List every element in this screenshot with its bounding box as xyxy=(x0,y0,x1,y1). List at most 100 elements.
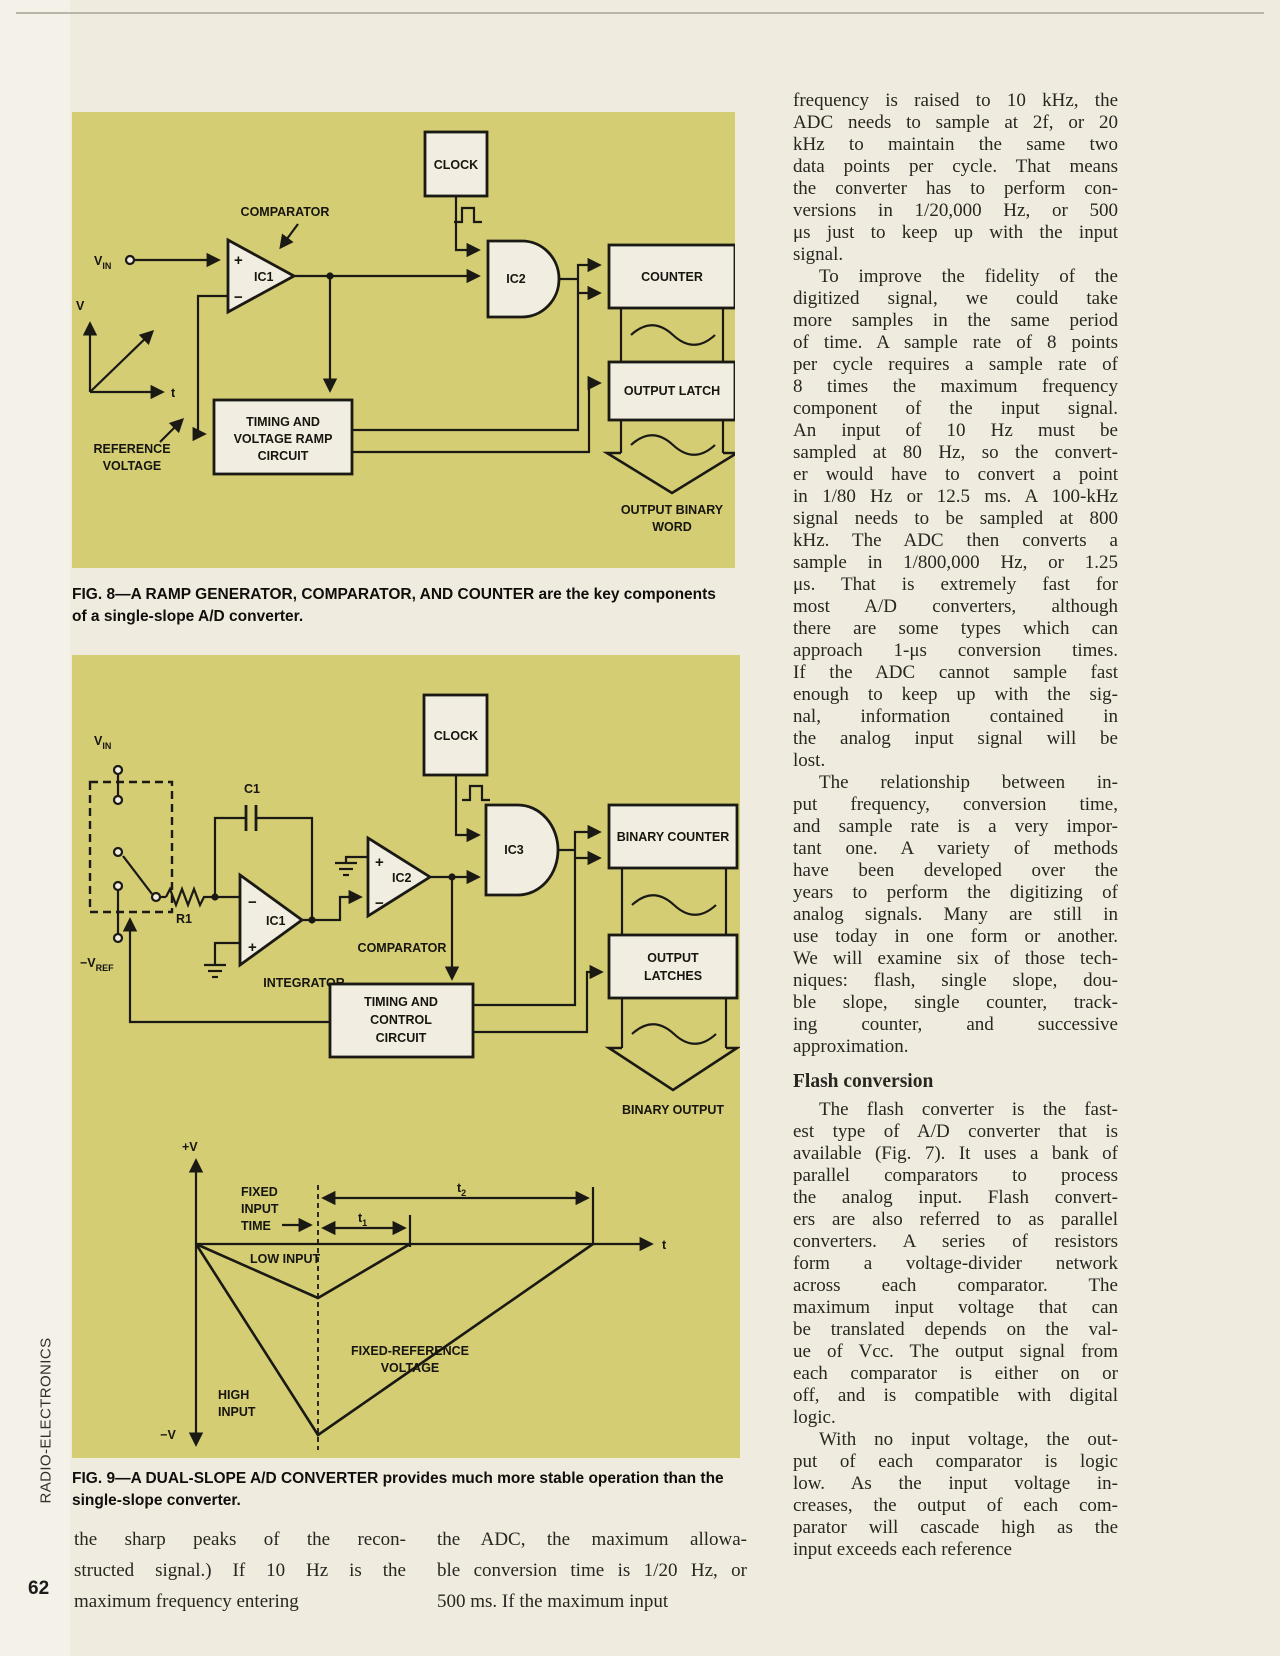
fixed-input-time-label-3: TIME xyxy=(241,1219,271,1233)
low-input-label: LOW INPUT xyxy=(250,1252,320,1266)
text-line: input exceeds each reference xyxy=(793,1539,1012,1560)
fig9-caption: FIG. 9—A DUAL-SLOPE A/D CONVERTER provid… xyxy=(72,1468,772,1512)
text-line: ble slope, single counter, track- xyxy=(793,992,1118,1013)
minus-v-label: −V xyxy=(160,1428,176,1442)
text-line: creases, the output of each com- xyxy=(793,1495,1118,1516)
text-line: most A/D converters, although xyxy=(793,596,1118,617)
text-line: nal, information contained in xyxy=(793,706,1118,727)
t2-label: t2 xyxy=(457,1181,466,1198)
text-line: tant one. A variety of methods xyxy=(793,838,1118,859)
text-line: versions in 1/20,000 Hz, or 500 xyxy=(793,200,1118,221)
text-line: enough to keep up with the sig- xyxy=(793,684,1118,705)
text-line: data points per cycle. That means xyxy=(793,156,1118,177)
text-line: signal needs to be sampled at 800 xyxy=(793,508,1118,529)
fixed-reference-label-1: FIXED-REFERENCE xyxy=(351,1344,469,1358)
fig8-comparator: + − IC1 COMPARATOR xyxy=(226,205,330,315)
minus-input-label: − xyxy=(375,895,384,912)
fig9-binary-output-label: BINARY OUTPUT xyxy=(622,1103,724,1117)
text-line: available (Fig. 7). It uses a bank of xyxy=(793,1143,1118,1164)
section-heading: Flash conversion xyxy=(793,1071,934,1092)
text-line: across each comparator. The xyxy=(793,1275,1118,1296)
fig9-integrator: − + IC1 INTEGRATOR xyxy=(204,872,363,990)
left-margin xyxy=(0,0,70,1656)
text-line: The flash converter is the fast- xyxy=(819,1099,1118,1120)
text-line: form a voltage-divider network xyxy=(793,1253,1118,1274)
t-axis-label: t xyxy=(662,1238,667,1252)
fig8-caption: FIG. 8—A RAMP GENERATOR, COMPARATOR, AND… xyxy=(72,584,772,628)
text-line: 500 ms. If the maximum input xyxy=(437,1591,669,1612)
text-line: 8 times the maximum frequency xyxy=(793,376,1118,397)
text-line: frequency is raised to 10 kHz, the xyxy=(793,90,1118,111)
timing-label-1: TIMING AND xyxy=(246,415,320,429)
fig9-vref-label: −VREF xyxy=(80,956,114,973)
fig9-bus-1 xyxy=(620,868,728,935)
fig9-c1-label: C1 xyxy=(244,782,260,796)
fig8-output-latch-box: OUTPUT LATCH xyxy=(607,360,735,422)
fig8-and-gate: IC2 xyxy=(486,239,561,319)
text-line: kHz to maintain the same two xyxy=(793,134,1118,155)
text-line: there are some types which can xyxy=(793,618,1118,639)
text-line: est type of A/D converter that is xyxy=(793,1121,1118,1142)
text-line: parallel comparators to process xyxy=(793,1165,1118,1186)
text-line: more samples in the same period xyxy=(793,310,1118,331)
fig8-background xyxy=(72,112,735,568)
text-line: er would have to convert a point xyxy=(793,464,1118,485)
text-line: μs. That is extremely fast for xyxy=(793,574,1118,595)
fig9-binary-counter-label: BINARY COUNTER xyxy=(617,830,730,844)
text-line: ers are also referred to as parallel xyxy=(793,1209,1118,1230)
text-line: logic. xyxy=(793,1407,836,1428)
text-line: niques: flash, single slope, dou- xyxy=(793,970,1118,991)
fig9-dual-slope-graph: +V −V t FIXED INPUT TIME t2 t1 LOW INPUT… xyxy=(160,1140,667,1450)
high-input-label-1: HIGH xyxy=(218,1388,249,1402)
fig9-ic2-label: IC2 xyxy=(392,871,412,885)
fig8-counter-box: COUNTER xyxy=(607,243,735,310)
timing-label-2: VOLTAGE RAMP xyxy=(234,432,333,446)
fig9-vin-label: VIN xyxy=(94,734,111,751)
fig8-reference-voltage: REFERENCE VOLTAGE xyxy=(93,417,185,473)
text-line: lost. xyxy=(793,750,826,771)
text-line: each comparator is either on or xyxy=(793,1363,1118,1384)
fig9-capacitor-c1: C1 xyxy=(213,782,316,924)
fig8-vin-terminal: VIN xyxy=(94,254,136,271)
timing-label-1: TIMING AND xyxy=(364,995,438,1009)
text-line: ADC needs to sample at 2f, or 20 xyxy=(793,112,1118,133)
fig9-timing-box: TIMING AND CONTROL CIRCUIT xyxy=(122,858,604,1059)
text-line: the sharp peaks of the recon- xyxy=(74,1529,406,1550)
fig8-clock-label: CLOCK xyxy=(434,158,478,172)
fig9-output-latches-box: OUTPUT LATCHES xyxy=(607,933,739,1000)
high-input-label-2: INPUT xyxy=(218,1405,256,1419)
fig9-ic3-label: IC3 xyxy=(504,843,524,857)
fig9-latches-label-1: OUTPUT xyxy=(647,951,699,965)
fig8-wires xyxy=(135,196,602,454)
plus-input-label: + xyxy=(248,939,257,956)
text-line: sample in 1/800,000 Hz, or 1.25 xyxy=(793,552,1118,573)
fig9-ic1-label: IC1 xyxy=(266,914,286,928)
fig9-and-gate: IC3 xyxy=(484,803,602,897)
fig8-ramp-inset-graph: V t xyxy=(76,299,176,400)
text-line: the converter has to perform con- xyxy=(793,178,1118,199)
fig9-caption-line2: single-slope converter. xyxy=(72,1492,241,1509)
t-axis-label: t xyxy=(171,386,176,400)
fig8-single-slope-adc-diagram: CLOCK + − IC1 COMPARATOR VIN V t REFEREN… xyxy=(72,112,735,568)
text-line: converters. A series of resistors xyxy=(793,1231,1118,1252)
fig9-comparator-label: COMPARATOR xyxy=(358,941,447,955)
fig8-caption-line1: FIG. 8—A RAMP GENERATOR, COMPARATOR, AND… xyxy=(72,586,716,603)
fig8-comparator-label: COMPARATOR xyxy=(241,205,330,219)
timing-label-2: CONTROL xyxy=(370,1013,432,1027)
text-line: have been developed over the xyxy=(793,860,1118,881)
fig9-comparator-output-wires xyxy=(430,869,481,981)
fig9-input-switch: VIN −VREF xyxy=(80,734,174,973)
text-line: low. As the input voltage in- xyxy=(793,1473,1118,1494)
text-line: parator will cascade high as the xyxy=(793,1517,1118,1538)
minus-input-label: − xyxy=(248,894,257,911)
text-line: the analog input. Flash convert- xyxy=(793,1187,1118,1208)
top-rule xyxy=(16,12,1264,14)
text-line: approximation. xyxy=(793,1036,909,1057)
plus-input-label: + xyxy=(375,854,384,871)
fig9-caption-line1: FIG. 9—A DUAL-SLOPE A/D CONVERTER provid… xyxy=(72,1470,724,1487)
text-line: maximum frequency entering xyxy=(74,1591,299,1612)
text-line: and sample rate is a very impor- xyxy=(793,816,1118,837)
text-line: structed signal.) If 10 Hz is the xyxy=(74,1560,406,1581)
fig8-output-word-label-2: WORD xyxy=(652,520,692,534)
